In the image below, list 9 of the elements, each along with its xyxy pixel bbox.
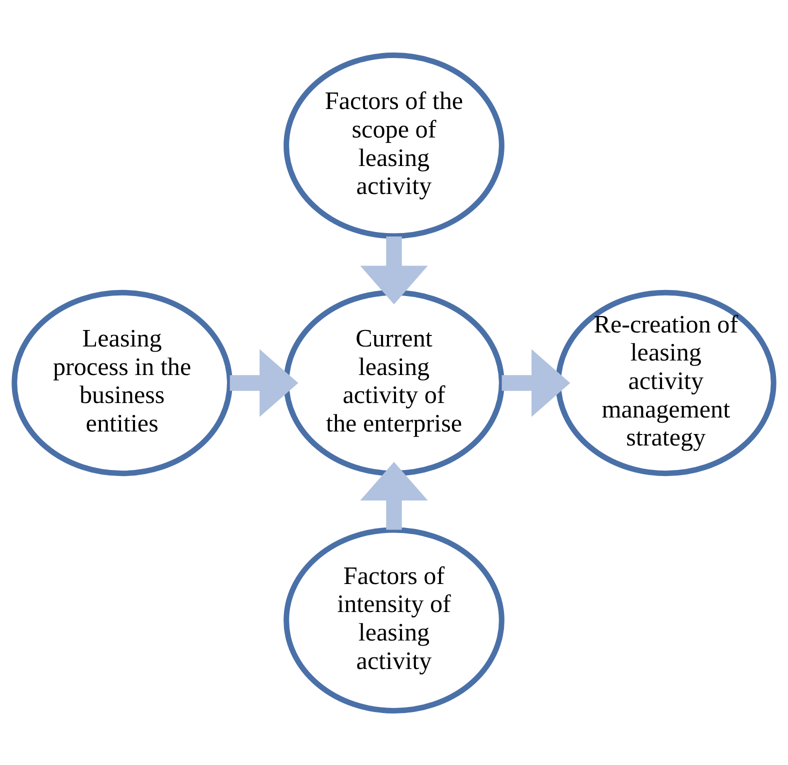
node-ellipse: Current leasing activity of the enterprise <box>284 289 504 476</box>
node-ellipse: Leasing process in the business entities <box>12 289 232 476</box>
arrow <box>360 461 428 530</box>
arrow <box>360 236 428 304</box>
arrow <box>502 348 570 416</box>
node-ellipse: Factors of intensity of leasing activity <box>284 526 504 713</box>
node-ellipse: Factors of the scope of leasing activity <box>284 52 504 238</box>
node-ellipse: Re-creation of leasing activity management strategy <box>556 289 776 476</box>
arrow <box>230 348 298 416</box>
